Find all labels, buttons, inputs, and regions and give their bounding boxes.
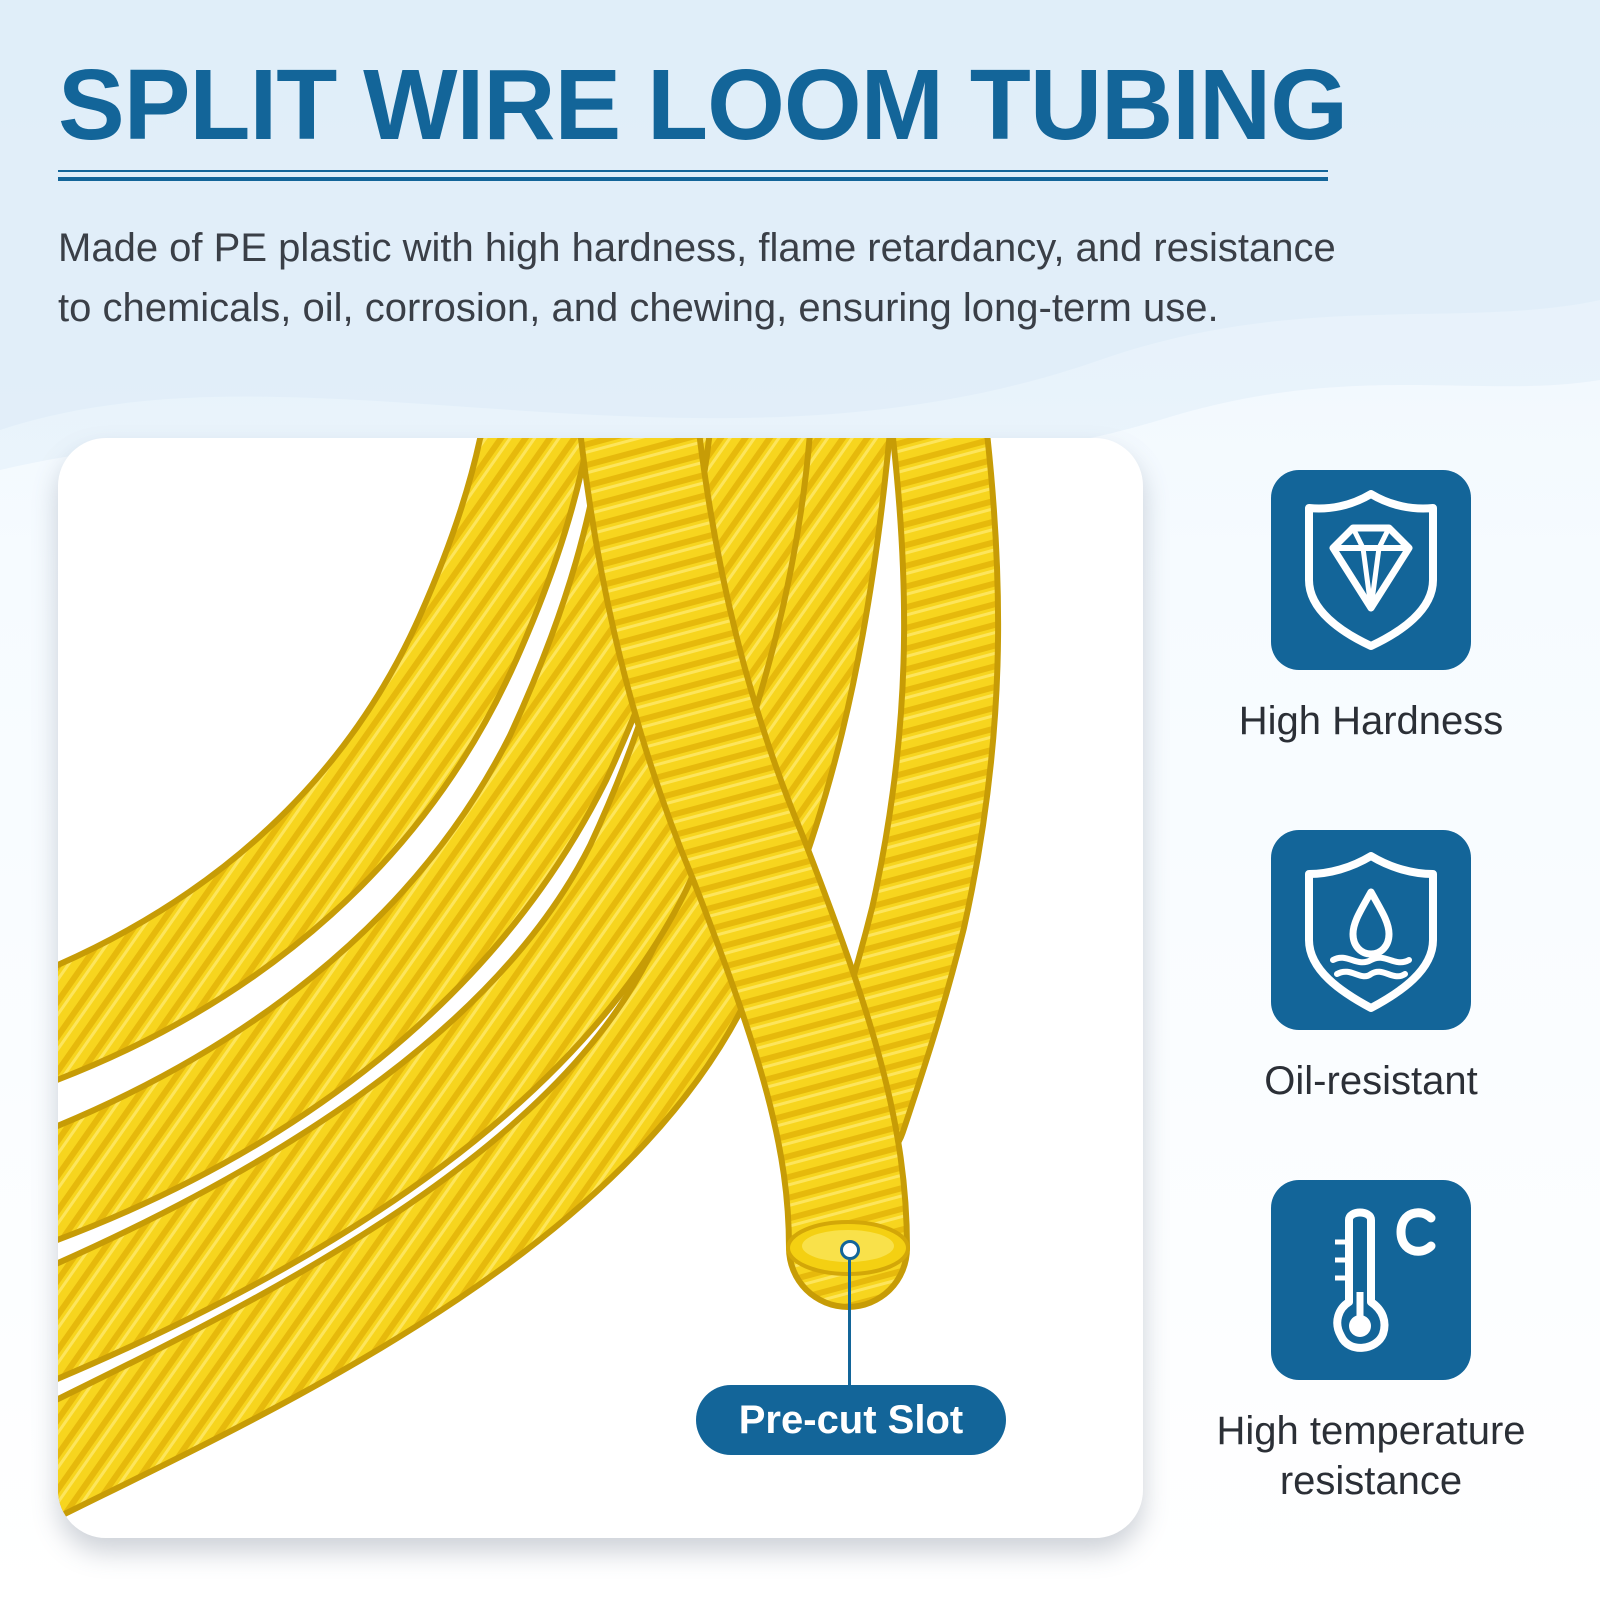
slot-callout-line xyxy=(848,1260,851,1385)
feature-label: High Hardness xyxy=(1238,699,1504,743)
pre-cut-slot-label: Pre-cut Slot xyxy=(696,1385,1006,1455)
feature-label: High temperature resistance xyxy=(1216,1409,1526,1503)
product-description: Made of PE plastic with high hardness, f… xyxy=(58,226,1336,330)
page-title: SPLIT WIRE LOOM TUBING xyxy=(58,49,1348,161)
oil-drop-shield-icon xyxy=(1271,830,1471,1030)
thermometer-icon xyxy=(1271,1180,1471,1380)
yellow-corrugated-tubing-image xyxy=(58,438,1002,1521)
feature-high-hardness: High Hardness xyxy=(1171,470,1571,746)
diamond-shield-icon xyxy=(1271,470,1471,670)
feature-label: Oil-resistant xyxy=(1264,1059,1478,1103)
feature-oil-resistant: Oil-resistant xyxy=(1171,830,1571,1106)
slot-callout-marker xyxy=(840,1240,860,1260)
title-underline xyxy=(58,170,1328,186)
feature-high-temperature-resistance: High temperature resistance xyxy=(1171,1180,1571,1506)
product-image-card xyxy=(58,438,1143,1538)
